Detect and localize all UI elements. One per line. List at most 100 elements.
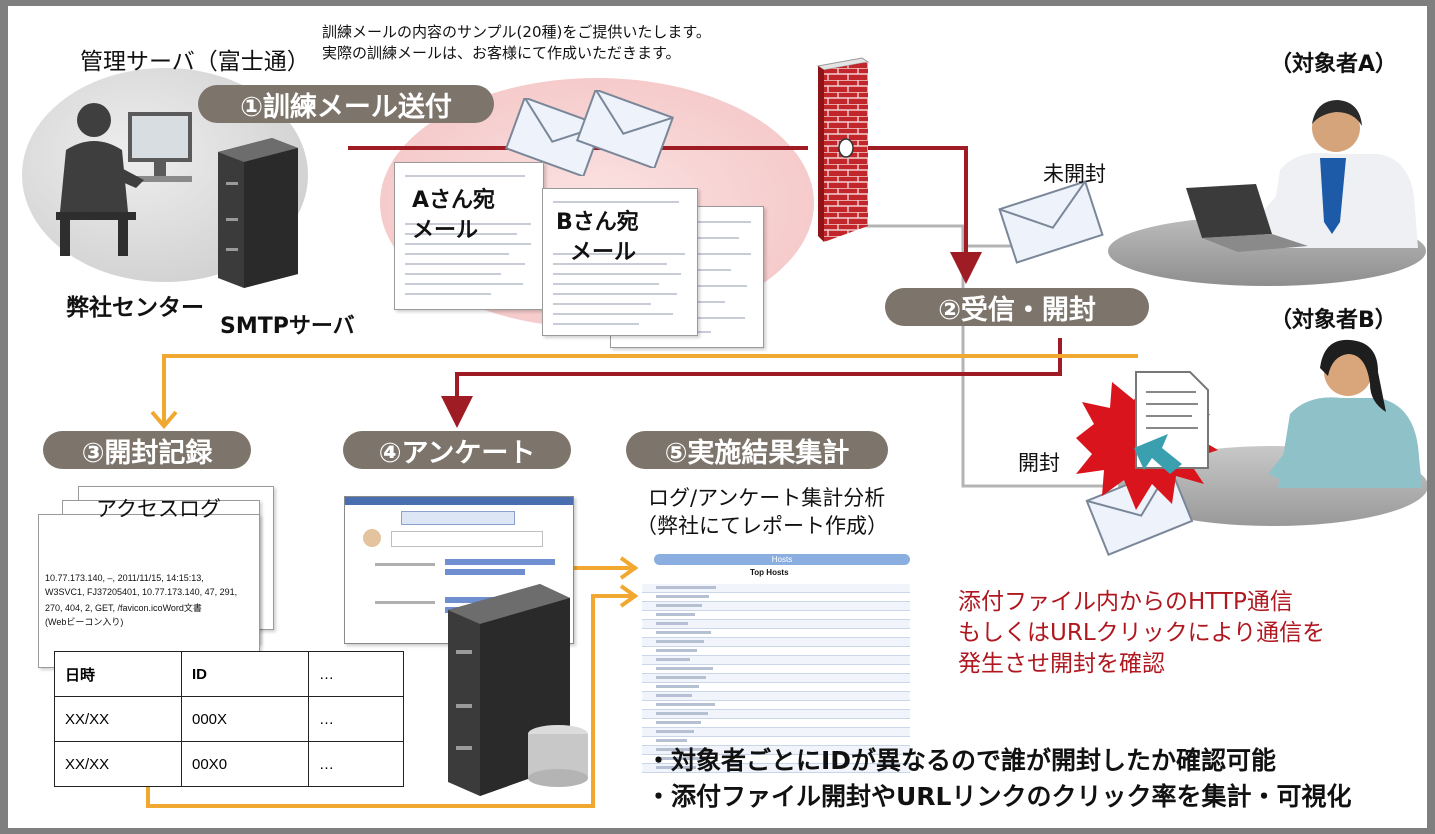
target-a-label: （対象者A） <box>1270 52 1398 77</box>
report-row-bar <box>656 658 690 661</box>
mail-envelope-icon-2 <box>576 90 674 168</box>
sample-note-line2: 実際の訓練メールは、お客様にて作成いただきます。 <box>322 44 681 62</box>
step4-pill: ④アンケート <box>343 431 571 469</box>
report-row-bar <box>656 685 699 688</box>
report-row-bar <box>656 649 697 652</box>
report-row-bar <box>656 604 702 607</box>
report-row-bar <box>656 631 711 634</box>
step5-pill: ⑤実施結果集計 <box>626 431 888 469</box>
table-cell: … <box>308 741 404 787</box>
table-cell: … <box>308 696 404 742</box>
mgmt-server-label: 管理サーバ（富士通） <box>80 49 310 75</box>
summary-bullet-1: ・対象者ごとにIDが異なるので誰が開封したか確認可能 <box>646 746 1277 775</box>
target-b-label: （対象者B） <box>1270 308 1397 333</box>
report-row-bar <box>656 622 688 625</box>
log-document-front: 10.77.173.140, –, 2011/11/15, 14:15:13, … <box>38 514 260 668</box>
report-row <box>642 638 910 647</box>
open-record-table: 日時 ID … XX/XX 000X … XX/XX 00X0 … <box>54 651 404 787</box>
mail-document-b <box>542 188 698 336</box>
log-text-line2: W3SVC1, FJ37205401, 10.77.173.140, 47, 2… <box>45 587 238 597</box>
target-a-person <box>1258 100 1418 248</box>
red-note-line1: 添付ファイル内からのHTTP通信 <box>958 589 1293 615</box>
red-note: 添付ファイル内からのHTTP通信 もしくはURLクリックにより通信を 発生させ開… <box>958 587 1325 680</box>
report-row-bar <box>656 766 696 769</box>
report-row <box>642 620 910 629</box>
report-row-bar <box>656 739 687 742</box>
log-text-line1: 10.77.173.140, –, 2011/11/15, 14:15:13, <box>45 573 204 583</box>
table-row: XX/XX 000X … <box>54 696 404 742</box>
opened-document-burst <box>1076 371 1218 510</box>
analysis-label-line2: （弊社にてレポート作成） <box>636 514 888 538</box>
our-center-label: 弊社センター <box>66 295 204 321</box>
firewall-icon <box>816 57 870 242</box>
table-cell: 000X <box>181 696 309 742</box>
unopened-envelope-icon <box>998 180 1104 264</box>
report-row-bar <box>656 748 710 751</box>
admin-operator-figure <box>56 103 192 256</box>
report-row <box>642 647 910 656</box>
mail-b-label-line2: メール <box>570 240 637 265</box>
report-row <box>642 737 910 746</box>
diagram-canvas: 10.77.173.140, –, 2011/11/15, 14:15:13, … <box>8 6 1427 828</box>
table-header-cell: ID <box>181 651 309 697</box>
mail-b-label-line1: Bさん宛 <box>556 210 639 235</box>
report-row-bar <box>656 676 706 679</box>
step2-pill: ②受信・開封 <box>885 288 1149 326</box>
report-row <box>642 692 910 701</box>
smtp-server-icon <box>218 138 298 288</box>
orange-arrowhead-record <box>150 410 178 430</box>
report-row <box>642 764 910 773</box>
gray-connector-a <box>823 224 1048 248</box>
report-row-bar <box>656 730 694 733</box>
orange-to-record <box>162 354 1138 424</box>
mail-a-label-line2: メール <box>412 218 479 243</box>
step3-pill: ③開封記録 <box>43 431 251 469</box>
table-row: XX/XX 00X0 … <box>54 741 404 787</box>
orange-arrowhead-survey <box>619 556 639 580</box>
report-row-bar <box>656 640 704 643</box>
laptop-icon <box>1186 184 1308 252</box>
report-row <box>642 665 910 674</box>
report-row <box>642 755 910 764</box>
summary-bullets: ・対象者ごとにIDが異なるので誰が開封したか確認可能 ・添付ファイル開封やURL… <box>646 743 1351 815</box>
analysis-label-line1: ログ/アンケート集計分析 <box>648 486 886 510</box>
report-row <box>642 701 910 710</box>
table-header-cell: 日時 <box>54 651 182 697</box>
report-row <box>642 746 910 755</box>
red-note-line2: もしくはURLクリックにより通信を <box>958 620 1326 646</box>
report-row <box>642 728 910 737</box>
smtp-server-label: SMTPサーバ <box>220 314 355 339</box>
log-text-line3: 270, 404, 2, GET, /favicon.icoWord文書 <box>45 603 202 613</box>
report-row <box>642 710 910 719</box>
report-row <box>642 584 910 593</box>
orange-bottom-line <box>146 594 633 808</box>
report-row-bar <box>656 757 703 760</box>
survey-server-icon <box>448 584 588 796</box>
mail-document-a <box>394 162 544 310</box>
log-text-line4: (Webビーコン入り) <box>45 617 124 627</box>
report-row <box>642 683 910 692</box>
sample-note-line1: 訓練メールの内容のサンプル(20種)をご提供いたします。 <box>322 23 711 41</box>
table-cell: XX/XX <box>54 741 182 787</box>
red-note-line3: 発生させ開封を確認 <box>958 651 1165 677</box>
unopened-label: 未開封 <box>1043 162 1106 186</box>
connector-lines <box>146 146 1138 808</box>
table-cell: XX/XX <box>54 696 182 742</box>
report-row <box>642 674 910 683</box>
report-row-bar <box>656 595 709 598</box>
red-to-survey <box>441 338 1062 428</box>
report-row-bar <box>656 703 715 706</box>
report-row-bar <box>656 712 708 715</box>
opened-label: 開封 <box>1018 451 1060 475</box>
red-through-firewall <box>848 146 982 284</box>
table-cell: 00X0 <box>181 741 309 787</box>
table-header-row: 日時 ID … <box>54 651 404 697</box>
target-b-person <box>1268 339 1422 488</box>
summary-bullet-2: ・添付ファイル開封やURLリンクのクリック率を集計・可視化 <box>646 782 1352 811</box>
mail-a-label-line1: Aさん宛 <box>412 188 496 213</box>
report-row <box>642 611 910 620</box>
gray-connector-b <box>961 246 1113 488</box>
report-header-bar: Hosts <box>654 554 910 565</box>
report-row-bar <box>656 721 701 724</box>
report-row-bar <box>656 694 692 697</box>
